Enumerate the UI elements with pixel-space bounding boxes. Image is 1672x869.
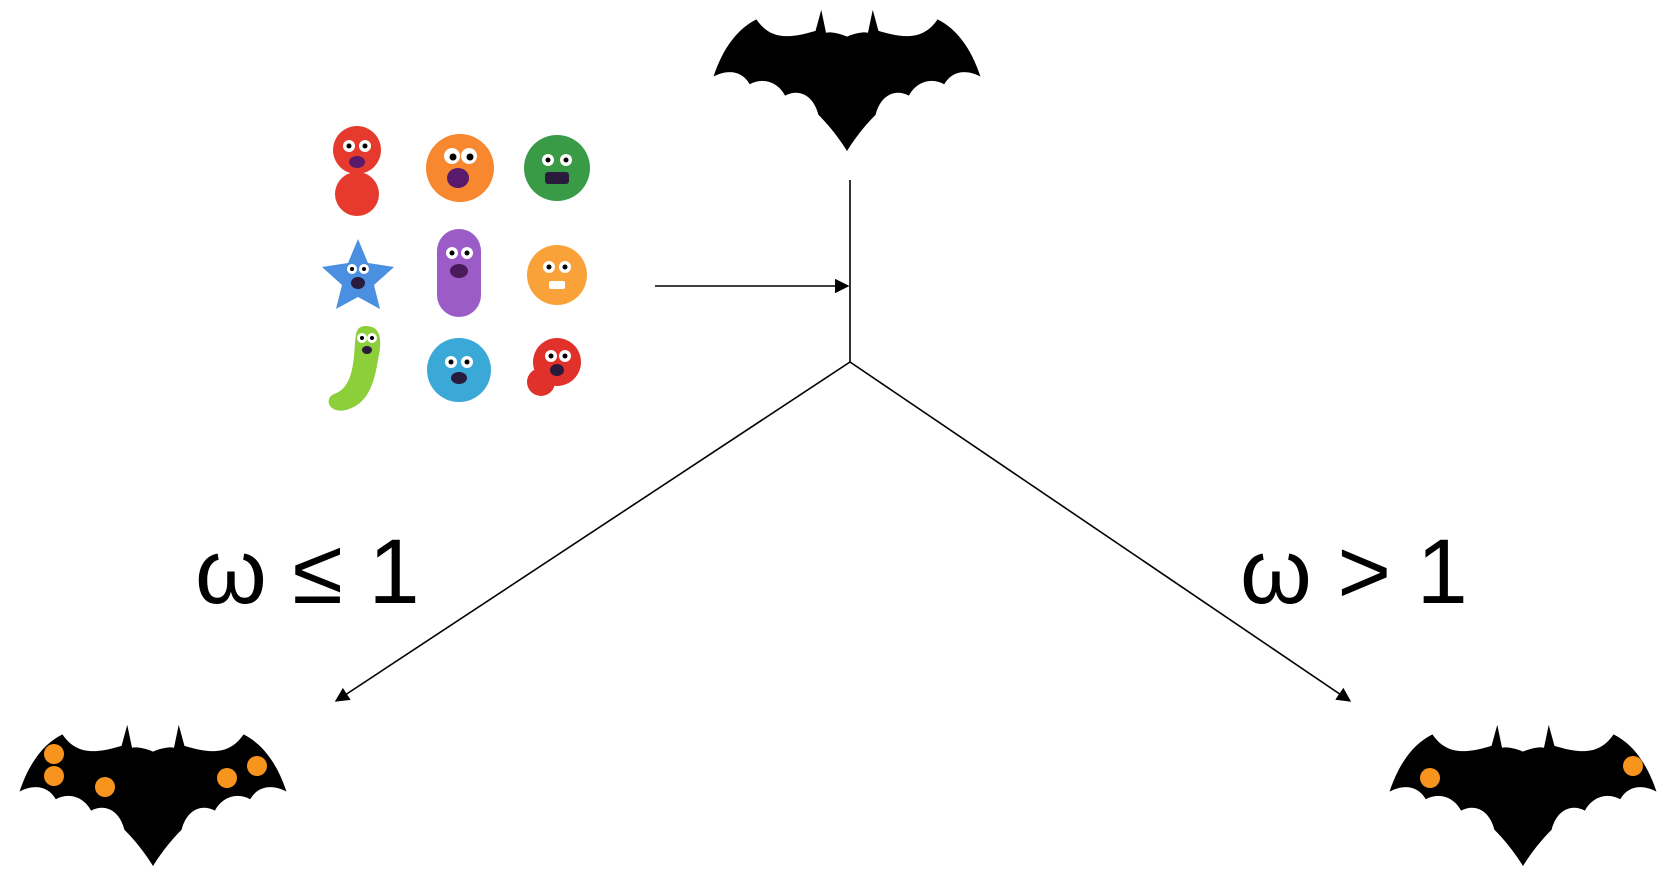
right-bat-icon [1389,724,1657,866]
left-branch-arrow [334,361,851,702]
spot [217,768,237,788]
spot [95,777,115,797]
microbe-cyan-icon [427,338,491,402]
spot [44,766,64,786]
microbe-red-icon [333,126,381,216]
right-branch-arrow [849,361,1352,702]
right-branch-label: ω > 1 [1240,521,1468,623]
microbe-blue-icon [322,239,394,309]
spot [1623,756,1643,776]
microbe-green-icon [524,135,590,201]
microbes-icon [322,126,590,411]
microbe-red-small-icon [527,338,581,396]
microbe-purple-icon [437,229,481,317]
top-bat-icon [713,9,981,151]
spot [1420,768,1440,788]
microbe-yellow-icon [527,245,587,305]
spot [247,756,267,776]
microbe-lime-icon [328,326,381,411]
spot [44,744,64,764]
left-bat-icon [19,724,287,866]
microbe-orange-icon [426,134,494,202]
left-branch-label: ω ≤ 1 [195,521,420,623]
